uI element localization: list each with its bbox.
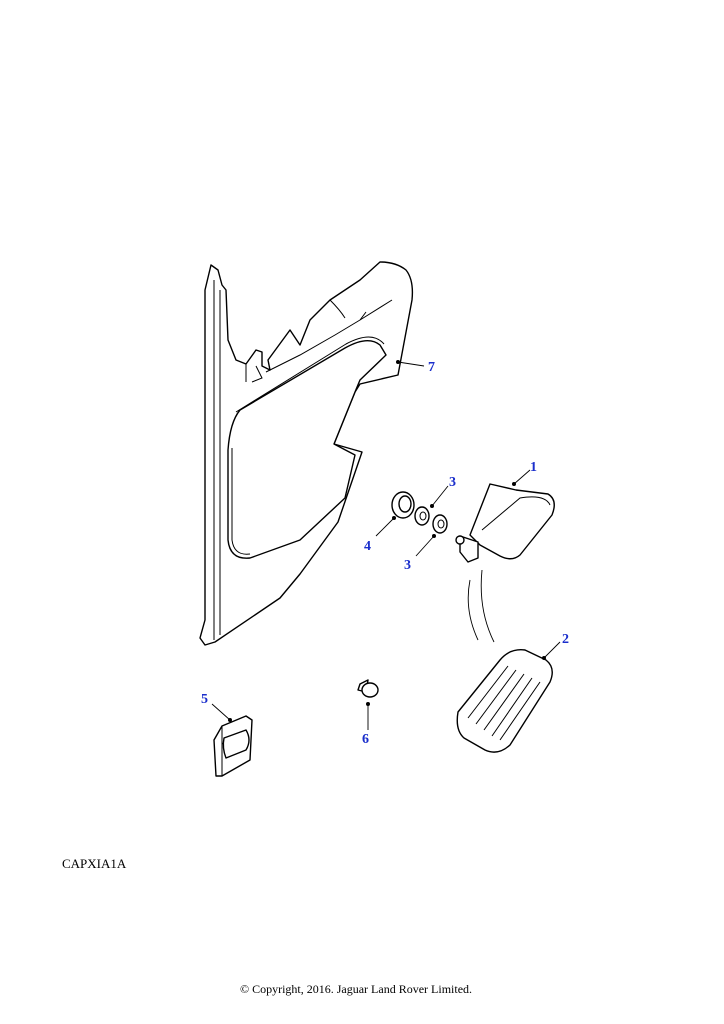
washer-part-3a [414, 506, 430, 526]
callout-7: 7 [428, 360, 435, 375]
callout-2: 2 [562, 632, 569, 647]
callout-5: 5 [201, 692, 208, 707]
pedal-arm-part-1 [455, 483, 555, 563]
callout-4: 4 [364, 539, 371, 554]
leader-lines [211, 360, 561, 730]
callout-6: 6 [362, 732, 369, 747]
pedal-pad-part-2 [456, 649, 553, 753]
washer-part-3b [432, 514, 448, 534]
callout-3-upper: 3 [449, 475, 456, 490]
fastener-part-6 [357, 679, 379, 698]
copyright-notice: © Copyright, 2016. Jaguar Land Rover Lim… [239, 982, 473, 996]
travel-arc-line [467, 579, 479, 641]
travel-arc-line [480, 569, 495, 643]
trim-panel-part-7 [199, 261, 414, 646]
callout-3-lower: 3 [404, 558, 411, 573]
diagram-code: CAPXIA1A [62, 856, 127, 871]
clip-part-5 [213, 715, 253, 777]
callout-1: 1 [530, 460, 537, 475]
nut-part-4 [391, 491, 415, 519]
